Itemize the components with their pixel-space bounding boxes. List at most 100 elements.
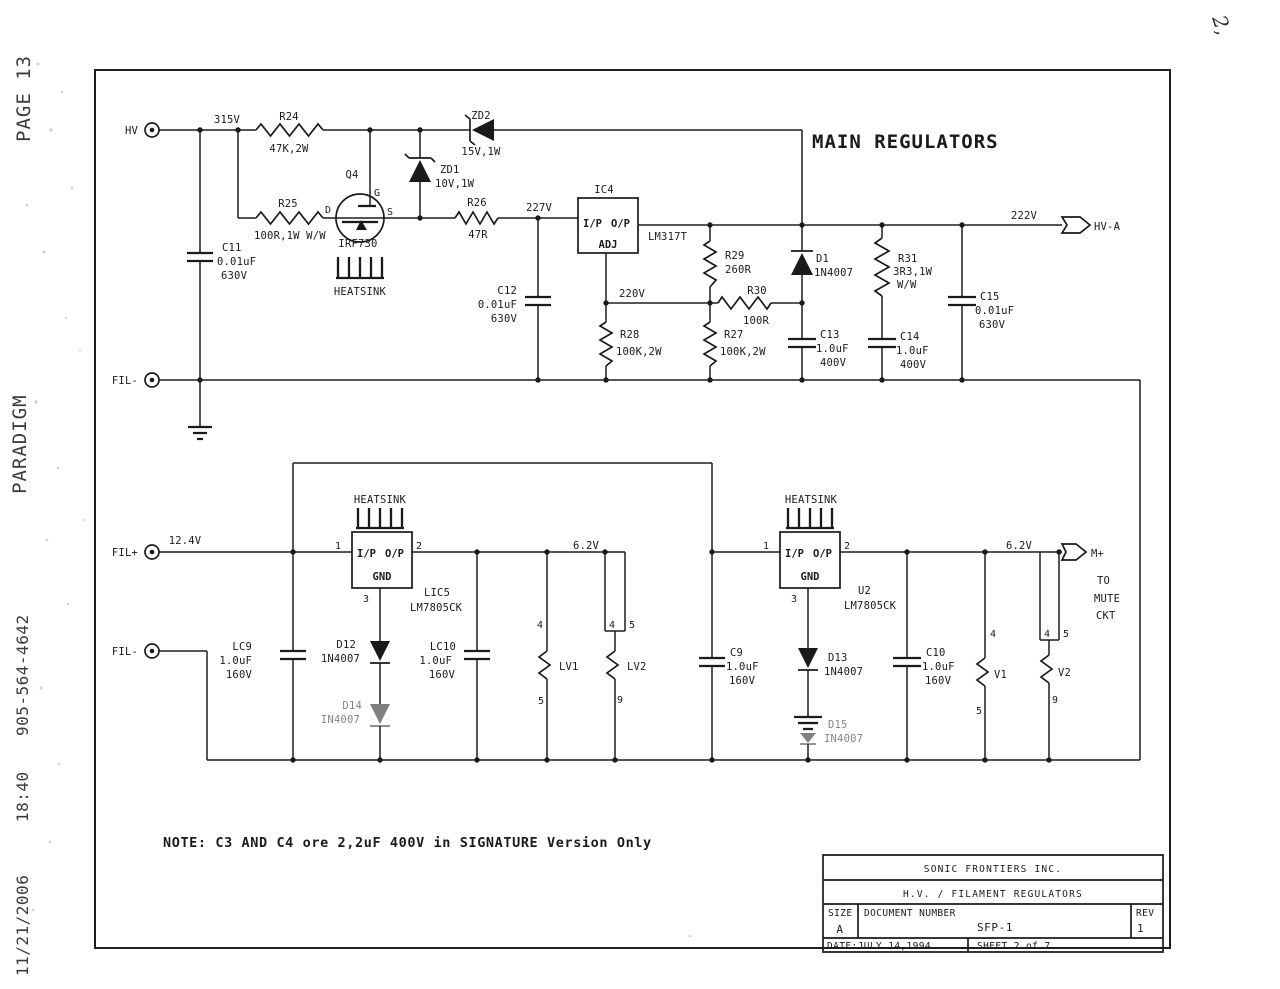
c11-value: 0.01uF <box>217 256 256 268</box>
c15-voltage: 630V <box>979 319 1006 331</box>
lic5-pin2: 2 <box>416 541 422 552</box>
lv1-pin4: 4 <box>537 620 543 631</box>
r25-ref: R25 <box>278 198 298 210</box>
drawing-title: H.V. / FILAMENT REGULATORS <box>903 889 1083 900</box>
d13-ref: D13 <box>828 652 848 664</box>
r30-value: 100R <box>743 315 770 327</box>
heatsink-lic5-label: HEATSINK <box>354 494 407 506</box>
wires-upper <box>159 129 1141 760</box>
zd2-ref: ZD2 <box>471 110 491 122</box>
resistor-r27: R27 100K,2W <box>702 321 766 367</box>
u2-pin1: 1 <box>763 541 769 552</box>
resistor-r28: R28 100K,2W <box>598 321 662 367</box>
rev-label: REV <box>1136 908 1154 919</box>
terminal-fil-minus-top-label: FIL- <box>112 375 138 387</box>
r29-value: 260R <box>725 264 752 276</box>
heatsink-lic5: HEATSINK <box>354 494 407 530</box>
capacitor-c12: C12 0.01uF 630V <box>478 285 551 325</box>
c15-ref: C15 <box>980 291 1000 303</box>
zd2-value: 15V,1W <box>461 146 501 158</box>
capacitor-lc10: LC10 1.0uF 160V <box>419 641 490 681</box>
lc9-voltage: 160V <box>226 669 253 681</box>
diode-d1: D1 1N4007 <box>791 250 853 279</box>
r26-ref: R26 <box>467 197 487 209</box>
c10-ref: C10 <box>926 647 946 659</box>
net-12-4v: 12.4V <box>169 535 202 547</box>
d1-ref: D1 <box>816 253 829 265</box>
ic4-adj-label: ADJ <box>599 239 618 251</box>
lic5-pin3: 3 <box>363 594 369 605</box>
mute-line2: MUTE <box>1094 593 1120 605</box>
terminal-fil-plus-label: FIL+ <box>112 547 138 559</box>
ic4-part: LM317T <box>648 231 688 243</box>
fax-page-number: PAGE 13 <box>13 55 35 142</box>
capacitor-c14: C14 1.0uF 400V <box>868 331 929 371</box>
terminal-hv: HV <box>125 122 160 138</box>
connector-m-plus-label: M+ <box>1091 548 1104 560</box>
scan-noise <box>25 62 692 938</box>
q4-ref: Q4 <box>345 169 358 181</box>
lc9-ref: LC9 <box>232 641 252 653</box>
lv2-ref: LV2 <box>627 661 647 673</box>
v1-pin5: 5 <box>976 706 982 717</box>
capacitor-c11: C11 0.01uF 630V <box>187 242 256 282</box>
q4-drain-label: D <box>325 205 331 216</box>
regulator-u2: I/P O/P GND 1 2 3 U2 LM7805CK <box>763 531 896 612</box>
r24-value: 47K,2W <box>269 143 309 155</box>
c12-value: 0.01uF <box>478 299 517 311</box>
c13-ref: C13 <box>820 329 840 341</box>
ic4-ref: IC4 <box>594 184 614 196</box>
mute-line1: TO <box>1097 575 1110 587</box>
junction-dots-upper <box>197 127 965 383</box>
doc-number-label: DOCUMENT NUMBER <box>864 908 956 919</box>
diode-d12: D12 1N4007 <box>321 639 390 665</box>
q4-source-label: S <box>387 207 393 218</box>
q4-part: IRF730 <box>338 238 377 250</box>
lc9-value: 1.0uF <box>219 655 252 667</box>
capacitor-lc9: LC9 1.0uF 160V <box>219 641 306 681</box>
r28-ref: R28 <box>620 329 640 341</box>
capacitor-c10: C10 1.0uF 160V <box>893 647 954 687</box>
heatsink-q4-label: HEATSINK <box>334 286 387 298</box>
signature-version-note: NOTE: C3 AND C4 ore 2,2uF 400V in SIGNAT… <box>163 835 652 851</box>
wires-lower <box>159 462 1140 761</box>
v2-ref: V2 <box>1058 667 1071 679</box>
d1-value: 1N4007 <box>814 267 853 279</box>
fax-time: 18:40 <box>13 771 32 822</box>
c11-ref: C11 <box>222 242 242 254</box>
terminal-fil-minus-top: FIL- <box>112 372 160 388</box>
connector-hv-a-label: HV-A <box>1094 221 1121 233</box>
net-227v: 227V <box>526 202 553 214</box>
r27-value: 100K,2W <box>720 346 766 358</box>
fax-phone: 905-564-4642 <box>13 614 32 736</box>
resistor-r24: R24 47K,2W <box>255 111 324 155</box>
terminal-hv-label: HV <box>125 125 139 137</box>
title-block: SONIC FRONTIERS INC. H.V. / FILAMENT REG… <box>822 854 1164 953</box>
rev-value: 1 <box>1137 922 1144 935</box>
date-value: DATE:JULY 14,1994 <box>827 941 931 952</box>
ground-symbol-upper <box>188 425 212 441</box>
r29-ref: R29 <box>725 250 745 262</box>
c14-ref: C14 <box>900 331 920 343</box>
net-6-2v-right: 6.2V <box>1006 540 1033 552</box>
u2-input-label: I/P <box>785 548 804 560</box>
ic4-output-label: O/P <box>611 218 630 230</box>
diode-d14: D14 IN4007 <box>321 700 390 727</box>
handwritten-page-number: 2, <box>1207 11 1236 38</box>
c14-value: 1.0uF <box>896 345 929 357</box>
size-value: A <box>836 923 843 936</box>
r31-ref: R31 <box>898 253 918 265</box>
filament-lv1: 4 LV1 5 <box>537 620 578 707</box>
lc10-ref: LC10 <box>430 641 456 653</box>
c13-voltage: 400V <box>820 357 847 369</box>
sheet-title: MAIN REGULATORS <box>812 131 999 153</box>
c14-voltage: 400V <box>900 359 927 371</box>
capacitor-c15: C15 0.01uF 630V <box>948 291 1014 331</box>
lv1-pin5: 5 <box>538 696 544 707</box>
sheet-value: SHEET 2 of 7 <box>977 941 1050 952</box>
mute-line3: CKT <box>1096 610 1116 622</box>
fax-margin: PAGE 13 PARADIGM 905-564-4642 18:40 11/2… <box>9 55 35 976</box>
resistor-r26: R26 47R <box>454 197 499 241</box>
junction-dots-lower <box>290 549 1062 763</box>
